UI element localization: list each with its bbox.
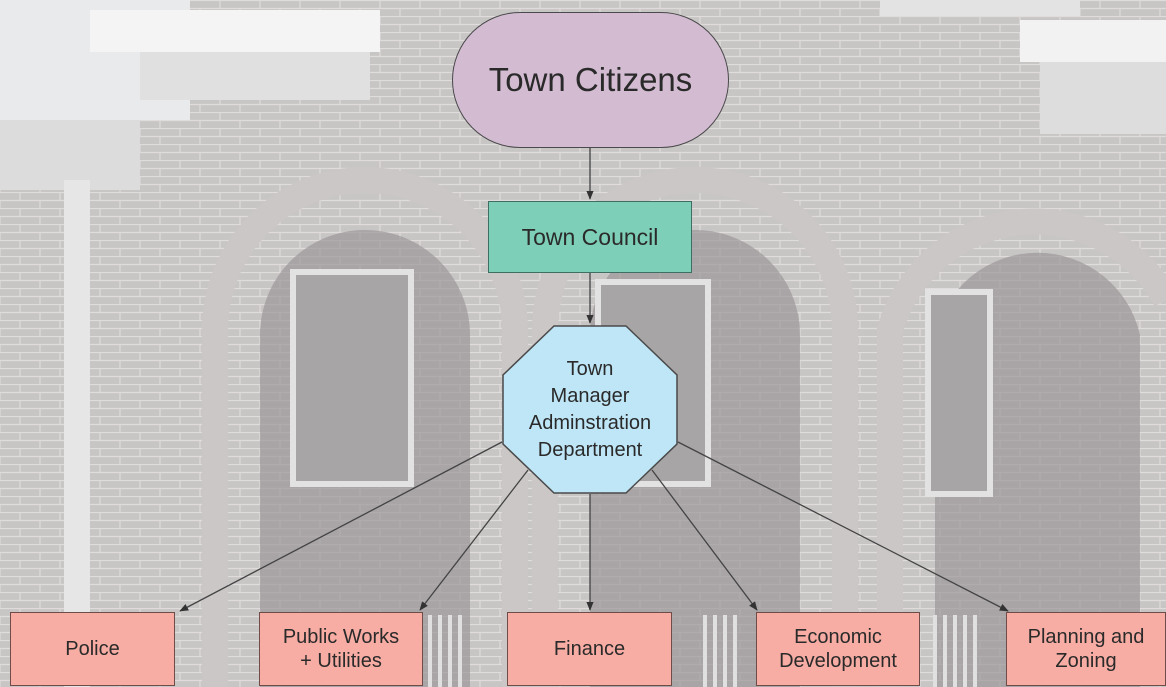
manager-line-4: Department bbox=[537, 438, 643, 461]
node-town-council-label: Town Council bbox=[521, 223, 659, 250]
node-public-works: Public Works + Utilities bbox=[259, 612, 423, 686]
manager-line-2: Manager bbox=[550, 384, 630, 407]
roof-cornice-right bbox=[880, 0, 1166, 134]
node-finance: Finance bbox=[507, 612, 672, 686]
node-public-works-label: Public Works + Utilities bbox=[282, 625, 400, 672]
node-police-label: Police bbox=[65, 637, 120, 660]
node-finance-label: Finance bbox=[553, 637, 626, 660]
octagon-shape bbox=[502, 325, 678, 494]
node-planning-and-zoning: Planning and Zoning bbox=[1006, 612, 1166, 686]
node-town-citizens-label: Town Citizens bbox=[488, 61, 693, 98]
node-economic-development: Economic Development bbox=[756, 612, 920, 686]
node-police: Police bbox=[10, 612, 175, 686]
node-town-manager: Town Manager Adminstration Department bbox=[502, 325, 678, 494]
manager-line-3: Adminstration bbox=[528, 411, 652, 434]
roof-cornice-left bbox=[0, 0, 380, 687]
node-planning-and-zoning-label: Planning and Zoning bbox=[1027, 625, 1145, 672]
porch-railings bbox=[428, 615, 977, 687]
node-town-citizens: Town Citizens bbox=[452, 12, 729, 148]
manager-line-1: Town bbox=[566, 357, 614, 380]
node-economic-development-label: Economic Development bbox=[779, 625, 897, 672]
node-town-council: Town Council bbox=[488, 201, 692, 273]
